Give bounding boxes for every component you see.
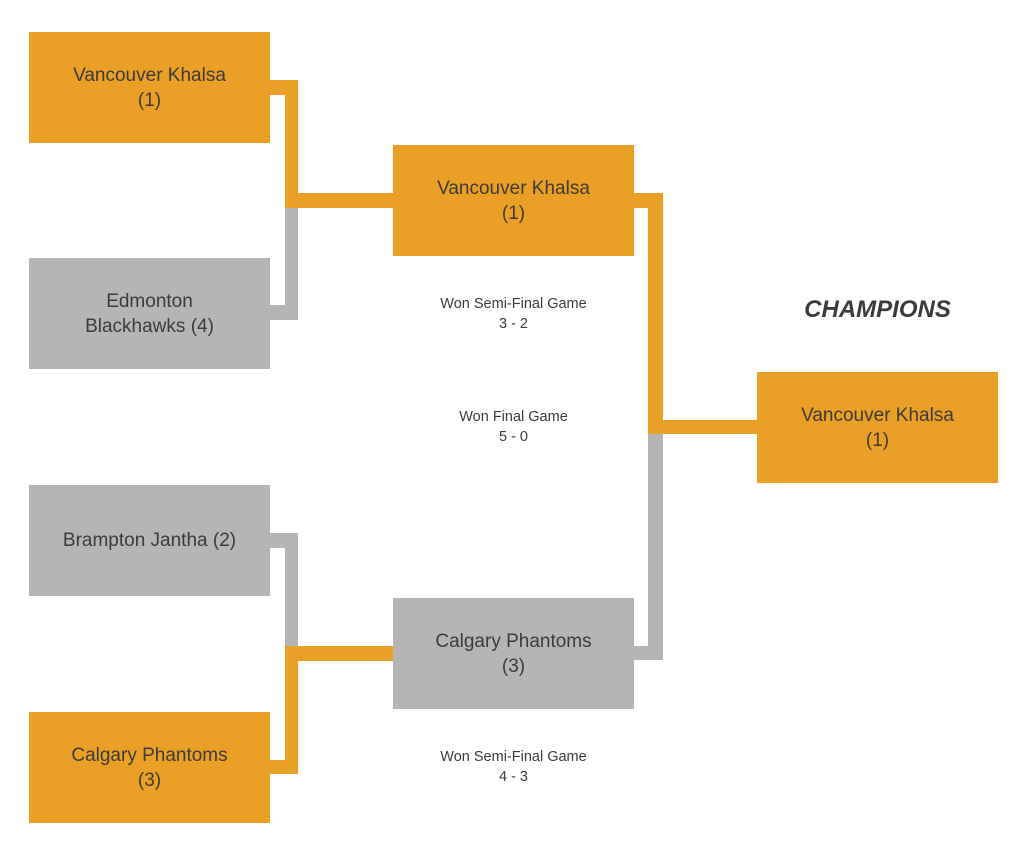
connector-final-bottom-vertical (648, 434, 663, 660)
team-box-vancouver-khalsa-final: Vancouver Khalsa (1) (393, 145, 634, 256)
team-box-vancouver-khalsa-semi: Vancouver Khalsa (1) (29, 32, 270, 143)
game-note-score: 5 - 0 (498, 429, 528, 445)
connector-semi2-bottom-horizontal (270, 760, 298, 774)
game-note-label: Won Semi-Final Game (440, 296, 587, 312)
team-name: Calgary Phantoms (435, 630, 592, 652)
team-box-champion: Vancouver Khalsa (1) (757, 372, 998, 483)
game-note-score: 3 - 2 (498, 316, 528, 332)
team-name: Brampton Jantha (62, 530, 208, 551)
connector-semi1-bottom-horizontal (270, 305, 298, 320)
team-name: Vancouver Khalsa (437, 177, 590, 199)
team-box-edmonton-blackhawks: Edmonton Blackhawks (4) (29, 258, 270, 369)
connector-final-to-champion (648, 420, 757, 434)
team-seed: (2) (212, 530, 237, 551)
team-name: Edmonton Blackhawks (85, 290, 193, 337)
team-box-calgary-phantoms-semi: Calgary Phantoms (3) (29, 712, 270, 823)
game-note-semi2: Won Semi-Final Game 4 - 3 (393, 747, 634, 787)
team-seed: (3) (137, 769, 162, 791)
team-seed: (4) (190, 315, 214, 337)
connector-semi1-bottom-vertical (285, 208, 298, 320)
team-box-calgary-phantoms-final: Calgary Phantoms (3) (393, 598, 634, 709)
game-note-label: Won Semi-Final Game (440, 749, 587, 765)
team-seed: (1) (501, 202, 526, 224)
team-seed: (1) (865, 429, 890, 451)
team-seed: (1) (137, 89, 162, 111)
champions-heading: CHAMPIONS (804, 296, 951, 323)
connector-final-bottom-horizontal (634, 646, 663, 660)
connector-semi1-top-vertical (285, 80, 298, 208)
game-note-label: Won Final Game (459, 409, 568, 425)
game-note-score: 4 - 3 (498, 769, 528, 785)
team-seed: (3) (501, 655, 526, 677)
connector-semi2-top-vertical (285, 533, 298, 646)
connector-semi2-to-final (285, 646, 393, 661)
team-name: Vancouver Khalsa (801, 404, 954, 426)
connector-final-top-vertical (648, 193, 663, 434)
game-note-final: Won Final Game 5 - 0 (393, 407, 634, 447)
connector-semi2-bottom-vertical (285, 646, 298, 774)
team-box-brampton-jantha: Brampton Jantha (2) (29, 485, 270, 596)
team-name: Calgary Phantoms (71, 744, 228, 766)
game-note-semi1: Won Semi-Final Game 3 - 2 (393, 294, 634, 334)
team-name: Vancouver Khalsa (73, 64, 226, 86)
connector-semi1-to-final (285, 193, 393, 208)
